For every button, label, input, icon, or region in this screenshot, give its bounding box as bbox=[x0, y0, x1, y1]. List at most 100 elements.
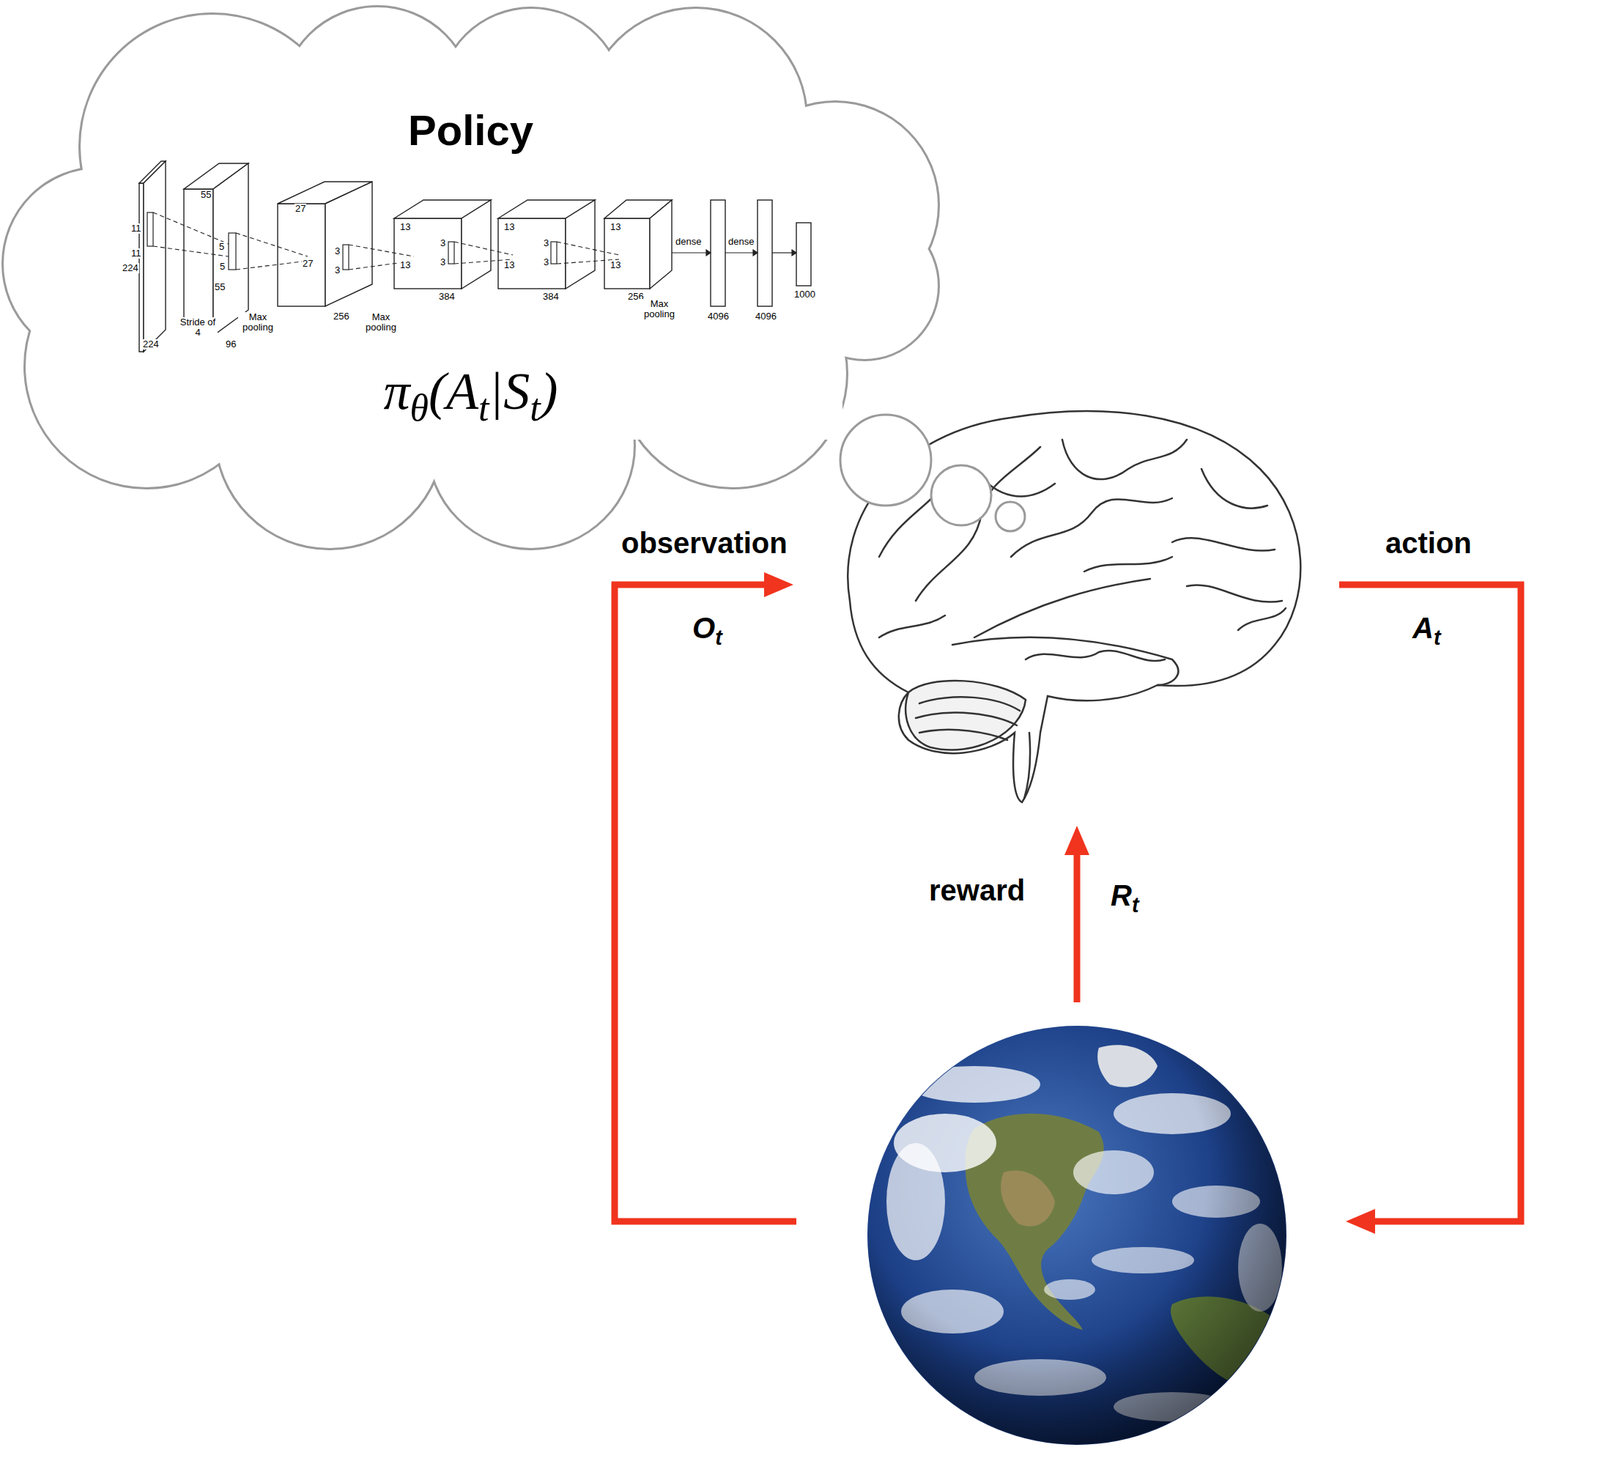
label-holder: 5 bbox=[218, 241, 225, 253]
label-holder: Rt bbox=[1110, 879, 1139, 912]
signal-label: action bbox=[1385, 526, 1472, 559]
dense-arrows bbox=[753, 249, 758, 256]
label-holder: reward bbox=[928, 873, 1025, 907]
filters bbox=[228, 232, 236, 270]
label-holder: 3 bbox=[439, 238, 447, 249]
cnn-dimension: 13 bbox=[503, 260, 516, 271]
label-holder: Max pooling bbox=[639, 298, 680, 321]
projection-lines bbox=[153, 212, 229, 257]
conv-layer bbox=[565, 200, 595, 289]
label-holder: 13 bbox=[399, 260, 411, 271]
dense-arrows bbox=[772, 252, 792, 253]
label-holder: 27 bbox=[301, 258, 314, 269]
cnn-dimension: 13 bbox=[609, 221, 622, 233]
thought-bubbles bbox=[931, 465, 992, 526]
brain-drawing bbox=[974, 578, 1151, 638]
conv-layer bbox=[604, 200, 672, 289]
thought-bubbles bbox=[840, 414, 1025, 532]
cnn-dimension: 384 bbox=[438, 291, 456, 302]
ocean bbox=[867, 1025, 1287, 1445]
cnn-dimension: 256 bbox=[332, 311, 351, 322]
label-holder: 224 bbox=[142, 339, 160, 350]
action-arrow bbox=[1339, 584, 1521, 1222]
observation-arrow bbox=[614, 584, 797, 1222]
dense-arrows bbox=[725, 252, 754, 253]
conv-layer bbox=[394, 200, 491, 289]
filters bbox=[147, 212, 154, 247]
dense-arrows bbox=[671, 252, 707, 253]
reward-arrow bbox=[1073, 853, 1081, 1003]
conv-layer bbox=[183, 163, 249, 336]
cnn-dimension: 13 bbox=[399, 221, 411, 233]
cnn-dimension: 224 bbox=[142, 339, 160, 350]
label-holder: 3 bbox=[334, 246, 341, 257]
signal-label: At bbox=[1412, 611, 1441, 644]
thought-bubbles bbox=[995, 501, 1025, 532]
label-holder: 3 bbox=[542, 238, 550, 249]
projection-lines bbox=[235, 232, 308, 270]
label-holder: 11 bbox=[130, 248, 143, 259]
label-holder: 256 bbox=[332, 311, 351, 322]
conv-layer bbox=[183, 189, 214, 336]
cnn-dimension: 3 bbox=[334, 246, 341, 257]
conv-layer bbox=[277, 203, 326, 307]
signal-label: Ot bbox=[692, 611, 723, 644]
label-holder: Ot bbox=[692, 611, 723, 644]
label-holder: 4096 bbox=[754, 311, 778, 322]
brain-drawing bbox=[1172, 537, 1275, 551]
label-holder: dense bbox=[727, 236, 755, 247]
conv-layer bbox=[394, 218, 462, 289]
label-holder: 4096 bbox=[706, 311, 730, 322]
conv-layer bbox=[325, 181, 373, 307]
cnn-dimension: 55 bbox=[213, 282, 226, 293]
label-holder: 13 bbox=[609, 260, 622, 271]
filters bbox=[147, 212, 557, 270]
label-holder: 3 bbox=[542, 257, 550, 268]
label-holder: 13 bbox=[399, 221, 411, 233]
label-holder: 3 bbox=[439, 257, 447, 268]
label-holder: Stride of 4 bbox=[178, 317, 218, 339]
thought-bubbles bbox=[840, 414, 932, 506]
cnn-dimension: 27 bbox=[294, 203, 307, 214]
cloud-border bbox=[3, 7, 938, 548]
cnn-dimension: dense bbox=[674, 236, 702, 247]
label-holder: 384 bbox=[438, 291, 456, 302]
cnn-dimension: 3 bbox=[439, 238, 447, 249]
brain-drawing bbox=[1025, 650, 1165, 661]
cloud-fill bbox=[109, 109, 843, 440]
label-holder: Max pooling bbox=[238, 312, 278, 334]
dense-layer bbox=[710, 200, 726, 307]
policy-formula: πθ(At|St) bbox=[0, 361, 942, 426]
signal-label: Rt bbox=[1110, 879, 1139, 912]
brain-drawing bbox=[1084, 556, 1173, 572]
brain-drawing bbox=[919, 696, 1020, 711]
cnn-dimension: 55 bbox=[200, 189, 212, 200]
cnn-dimension: dense bbox=[727, 236, 755, 247]
cnn-dimension: 13 bbox=[609, 260, 622, 271]
cnn-dimension: Max pooling bbox=[361, 312, 401, 334]
cerebellum bbox=[905, 680, 1026, 751]
cnn-dimension: 384 bbox=[542, 291, 560, 302]
brain-drawing bbox=[1186, 584, 1283, 602]
cnn-dimension: 4096 bbox=[754, 311, 778, 322]
cnn-dimension: 11 bbox=[130, 248, 143, 259]
label-holder: 5 bbox=[219, 261, 226, 272]
cloud-fill bbox=[3, 7, 938, 548]
input-plane bbox=[143, 161, 166, 352]
conv-layer bbox=[213, 163, 249, 336]
input-plane bbox=[139, 161, 166, 352]
label-holder: 1000 bbox=[793, 289, 817, 300]
policy-title: Policy bbox=[0, 106, 942, 155]
dense-arrows bbox=[706, 249, 711, 256]
cnn-dimension: 27 bbox=[301, 258, 314, 269]
label-holder: 55 bbox=[213, 282, 226, 293]
label-holder: At bbox=[1412, 611, 1441, 644]
brain-drawing bbox=[1010, 498, 1173, 557]
conv-layer bbox=[498, 218, 566, 289]
label-holder: 224 bbox=[121, 263, 140, 274]
label-holder: dense bbox=[674, 236, 702, 247]
cnn-dimension: 5 bbox=[219, 261, 226, 272]
cnn-dimension: 5 bbox=[218, 241, 225, 253]
